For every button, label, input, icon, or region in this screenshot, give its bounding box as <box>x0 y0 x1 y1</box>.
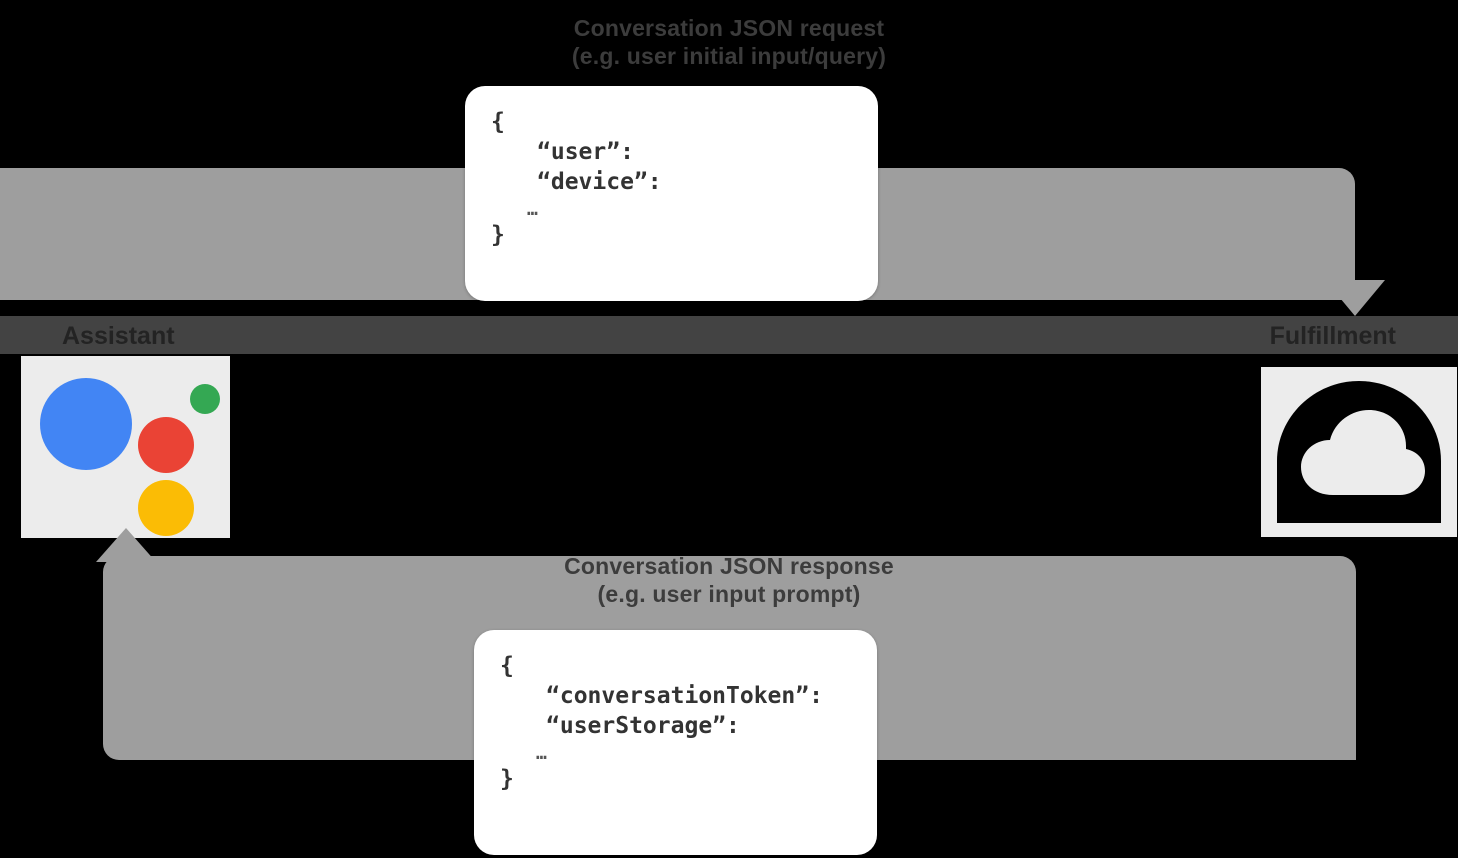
lane-label-fulfillment: Fulfillment <box>1269 322 1396 350</box>
response-json-key-user-storage: “userStorage”: <box>546 712 740 739</box>
lane-label-assistant: Assistant <box>62 322 175 350</box>
response-caption-line-1: Conversation JSON response <box>564 553 894 579</box>
lane-divider-band <box>0 316 1458 354</box>
assistant-red-dot-icon <box>138 417 194 473</box>
response-caption-line-2: (e.g. user input prompt) <box>597 581 861 608</box>
request-caption: Conversation JSON request (e.g. user ini… <box>0 14 1458 70</box>
response-arrow-head-icon <box>96 528 156 562</box>
request-caption-line-1: Conversation JSON request <box>573 15 885 41</box>
assistant-green-dot-icon <box>190 384 220 414</box>
response-json-close-brace: } <box>500 766 514 793</box>
request-caption-line-2: (e.g. user initial input/query) <box>571 43 887 70</box>
request-json-key-user: “user”: <box>537 138 634 165</box>
request-json-ellipsis: … <box>527 198 538 220</box>
request-json-card: { “user”: “device”: … } <box>465 86 878 301</box>
response-json-open-brace: { <box>500 653 514 679</box>
assistant-yellow-dot-icon <box>138 480 194 536</box>
response-caption: Conversation JSON response (e.g. user in… <box>0 552 1458 608</box>
response-json-card: { “conversationToken”: “userStorage”: … … <box>474 630 877 855</box>
request-json-close-brace: } <box>491 222 505 249</box>
cloud-functions-icon <box>1277 381 1441 523</box>
response-json-ellipsis: … <box>536 742 547 764</box>
cloud-functions-tile <box>1261 367 1457 537</box>
request-json-open-brace: { <box>491 109 505 135</box>
request-json-key-device: “device”: <box>537 168 662 195</box>
google-assistant-tile <box>21 356 230 538</box>
assistant-blue-dot-icon <box>40 378 132 470</box>
request-arrow-head-icon <box>1325 280 1385 316</box>
response-json-key-conversation-token: “conversationToken”: <box>546 682 823 709</box>
